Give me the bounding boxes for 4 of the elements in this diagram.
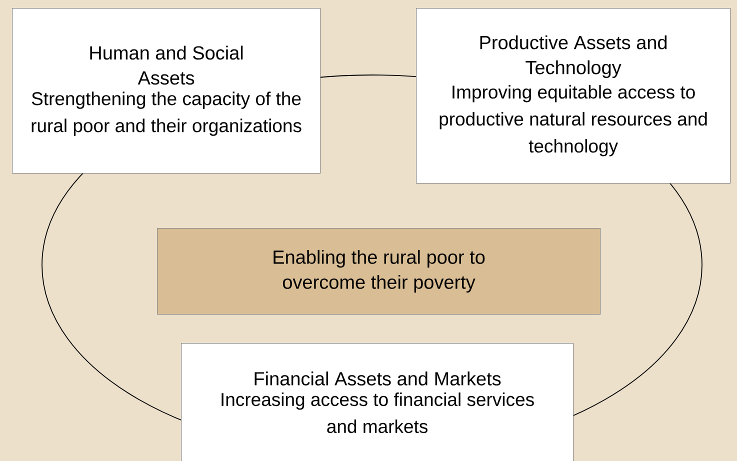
goal-box: Enabling the rural poor to overcome their poverty [157,228,601,315]
asset-box: Financial Assets and Markets Increasing access to financial services and markets [181,343,574,461]
asset-box: Productive Assets and Technology Improving equitable access to productive natural resources and technology [416,8,731,184]
asset-box: Human and Social Assets Strengthening the capacity of the rural poor and their organizations [12,8,321,174]
